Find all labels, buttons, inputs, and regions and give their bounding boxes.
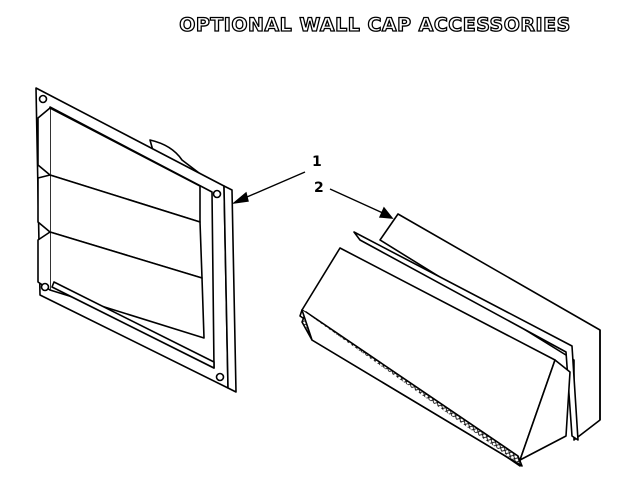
rectangular-wall-cap	[299, 213, 601, 467]
screw-hole-br	[215, 372, 225, 382]
diagram-title: OPTIONAL WALL CAP ACCESSORIES	[179, 13, 571, 36]
louvered-wall-cap	[35, 87, 237, 393]
screw-hole-bl	[40, 282, 50, 292]
screw-hole-tl	[38, 94, 48, 104]
leader-1	[239, 171, 306, 201]
flange	[353, 231, 579, 441]
callout-1: 1	[312, 154, 322, 170]
callout-leaders	[231, 171, 394, 219]
arrow-1-icon	[231, 191, 249, 205]
callout-2: 2	[314, 180, 324, 196]
leader-2	[329, 188, 386, 215]
arrow-2-icon	[378, 206, 394, 219]
screw-hole-tr	[212, 189, 222, 199]
